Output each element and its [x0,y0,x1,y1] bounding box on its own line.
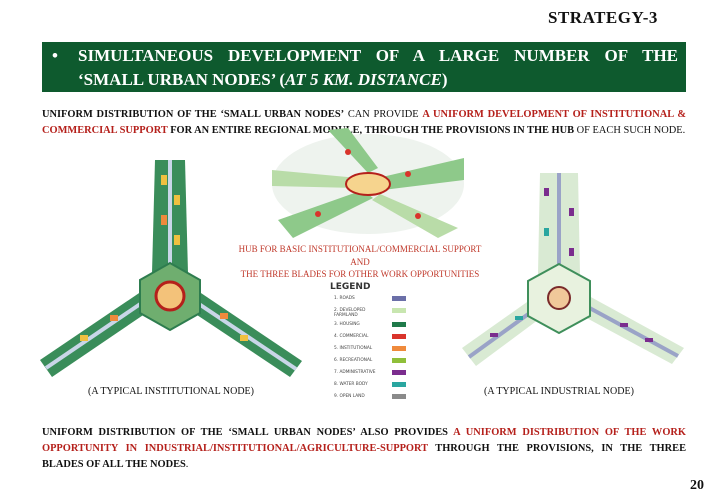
legend-swatch [392,334,406,339]
legend-label: 5. INSTITUTIONAL [334,346,373,351]
p2-c: THROUGH THE PROVISIONS, IN THE THREE BLA… [42,443,686,470]
banner-distance: AT 5 KM. DISTANCE [285,70,442,89]
legend-item: 7. ADMINISTRATIVE [334,370,434,382]
banner-line-2: ‘SMALL URBAN NODES’ (AT 5 KM. DISTANCE) [78,68,448,92]
hub-perspective-illustration [272,128,464,238]
legend-swatch [392,346,406,351]
paragraph-conclusion: UNIFORM DISTRIBUTION OF THE ‘SMALL URBAN… [42,425,686,473]
legend-item: 6. RECREATIONAL [334,358,434,370]
institutional-caption: (A TYPICAL INSTITUTIONAL NODE) [88,386,254,397]
banner-line-2-prefix: ‘SMALL URBAN NODES’ ( [78,70,286,89]
bullet: • [52,46,58,65]
legend-label: 8. WATER BODY [334,382,368,387]
hub-caption-line-2: AND [350,256,370,267]
strategy-heading: STRATEGY-3 [548,8,658,27]
legend-label: 2. DEVELOPED FARMLAND [334,308,366,318]
legend-item: 2. DEVELOPED FARMLAND [334,308,434,320]
p1-a: UNIFORM DISTRIBUTION OF THE ‘SMALL URBAN… [42,109,345,120]
legend-title: LEGEND [330,282,371,292]
hub-caption-line-1: HUB FOR BASIC INSTITUTIONAL/COMMERCIAL S… [238,244,482,254]
legend-swatch [392,296,406,301]
banner-line-1: SIMULTANEOUS DEVELOPMENT OF A LARGE NUMB… [78,46,678,65]
banner-line-2-suffix: ) [441,70,448,89]
p1-e: THE HUB [527,125,575,136]
industrial-caption: (A TYPICAL INDUSTRIAL NODE) [484,386,634,397]
legend-item: 8. WATER BODY [334,382,434,394]
legend-label: 4. COMMERCIAL [334,334,369,339]
p2-a: UNIFORM DISTRIBUTION OF THE ‘SMALL URBAN… [42,427,454,438]
industrial-node-diagram [462,173,684,366]
legend-item: 1. ROADS [334,296,434,308]
hub-caption-line-3: THE THREE BLADES FOR OTHER WORK OPPORTUN… [240,269,480,279]
legend-label: 7. ADMINISTRATIVE [334,370,376,375]
legend-swatch [392,382,406,387]
legend-label: 1. ROADS [334,296,355,301]
title-banner: • SIMULTANEOUS DEVELOPMENT OF A LARGE NU… [42,42,686,92]
legend-item: 4. COMMERCIAL [334,334,434,346]
legend-item: 5. INSTITUTIONAL [334,346,434,358]
page-number: 20 [690,478,704,493]
p1-c: A UNIFORM DEVELOPMENT OF INSTITUTIONAL &… [42,109,686,136]
legend-label: 3. HOUSING [334,322,360,327]
legend-label: 6. RECREATIONAL [334,358,373,363]
p1-f: OF EACH SUCH NODE. [574,125,686,136]
hub-caption: HUB FOR BASIC INSTITUTIONAL/COMMERCIAL S… [232,243,488,281]
legend-swatch [392,370,406,375]
legend-item: 9. OPEN LAND [334,394,434,406]
legend-swatch [392,308,406,313]
p2-d: . [185,459,189,470]
institutional-node-diagram [40,160,302,377]
p1-b: CAN PROVIDE [344,109,423,120]
legend-item: 3. HOUSING [334,322,434,334]
legend-label: 9. OPEN LAND [334,394,365,399]
p2-b: A UNIFORM DISTRIBUTION OF THE WORK OPPOR… [42,427,686,454]
legend-swatch [392,394,406,399]
legend-swatch [392,322,406,327]
legend-swatch [392,358,406,363]
